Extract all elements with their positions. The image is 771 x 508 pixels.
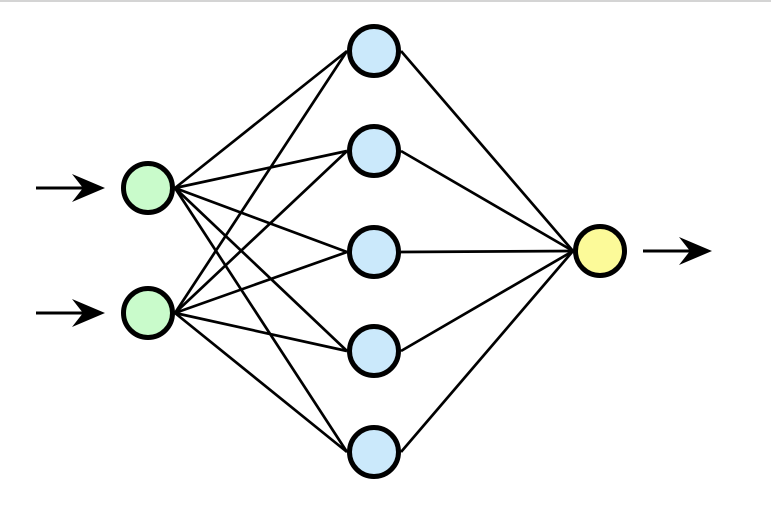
edge-hidden-5-to-output-1 <box>399 250 575 453</box>
edge-input-2-to-hidden-5 <box>174 311 348 454</box>
edge-input-1-to-hidden-1 <box>174 49 348 190</box>
edge-hidden-4-to-output-1 <box>400 249 574 353</box>
top-border-line <box>0 0 771 2</box>
node-hidden-3 <box>347 225 401 279</box>
edge-input-2-to-hidden-3 <box>174 250 348 315</box>
node-input-1 <box>121 161 175 215</box>
output-arrow-1 <box>643 237 712 265</box>
edge-hidden-2-to-output-1 <box>400 149 574 253</box>
input-arrow-2 <box>36 299 105 327</box>
arrowhead-icon <box>679 237 712 265</box>
edge-input-1-to-hidden-3 <box>174 186 348 254</box>
node-hidden-1 <box>347 24 401 78</box>
node-input-2 <box>121 286 175 340</box>
edge-hidden-1-to-output-1 <box>399 50 575 252</box>
edge-input-2-to-hidden-1 <box>173 50 349 314</box>
arrowhead-icon <box>72 299 105 327</box>
arrowhead-icon <box>72 174 105 202</box>
node-hidden-4 <box>347 324 401 378</box>
edge-input-1-to-hidden-4 <box>174 187 348 352</box>
node-hidden-2 <box>347 124 401 178</box>
node-hidden-5 <box>347 425 401 479</box>
node-output-1 <box>573 224 627 278</box>
edge-input-2-to-hidden-4 <box>174 311 348 353</box>
edge-input-1-to-hidden-2 <box>174 149 348 190</box>
edge-input-1-to-hidden-5 <box>173 187 349 453</box>
input-arrow-1 <box>36 174 105 202</box>
edge-hidden-3-to-output-1 <box>400 249 574 254</box>
edge-input-2-to-hidden-2 <box>174 150 348 314</box>
